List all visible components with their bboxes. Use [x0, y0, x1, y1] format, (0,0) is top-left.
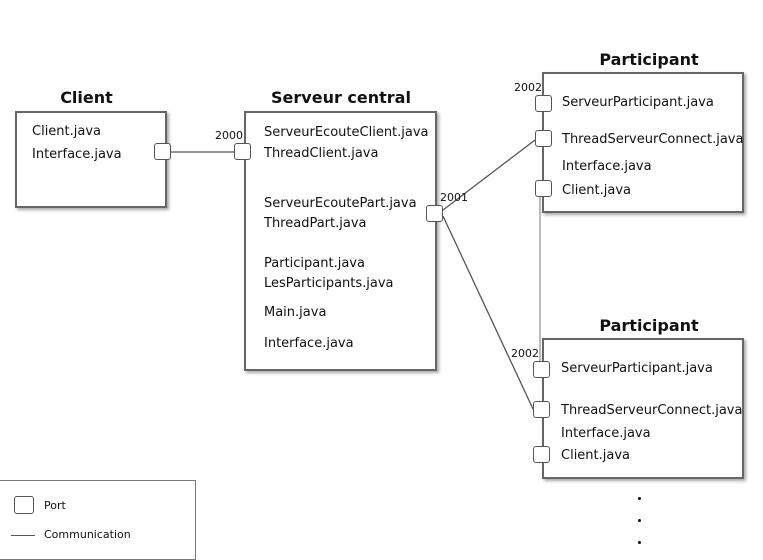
participant1-client-port	[535, 180, 552, 197]
server-file: Interface.java	[264, 336, 354, 351]
port-number-2000: 2000	[215, 129, 243, 142]
server-participant-port	[426, 205, 443, 222]
participant2-connect-port	[533, 401, 550, 418]
participant2-file: Client.java	[561, 448, 631, 463]
port-number-2002-p2: 2002	[511, 347, 539, 360]
participant2-file: Interface.java	[561, 426, 651, 441]
legend	[0, 480, 196, 560]
continuation-dot	[638, 519, 641, 522]
participant1-connect-port	[535, 130, 552, 147]
participant1-box	[542, 72, 744, 213]
server-file: Participant.java	[264, 256, 365, 271]
participant1-file: ServeurParticipant.java	[562, 95, 714, 110]
legend-port-symbol	[14, 496, 34, 514]
continuation-dot	[638, 497, 641, 500]
client-port	[154, 143, 171, 160]
client-box	[15, 111, 167, 208]
participant1-file: Client.java	[562, 183, 632, 198]
port-number-2001: 2001	[440, 191, 468, 204]
server-file: ServeurEcoutePart.java	[264, 196, 417, 211]
participant2-file: ThreadServeurConnect.java	[561, 403, 743, 418]
server-file: ThreadPart.java	[264, 216, 367, 231]
server-file: LesParticipants.java	[264, 276, 394, 291]
server-file: ServeurEcouteClient.java	[264, 125, 429, 140]
participant2-title: Participant	[599, 316, 699, 335]
server-file: ThreadClient.java	[264, 146, 379, 161]
participant2-file: ServeurParticipant.java	[561, 361, 713, 376]
server-client-port	[234, 143, 251, 160]
participant1-title: Participant	[599, 50, 699, 69]
server-box	[244, 111, 437, 371]
link-server-participant1	[442, 139, 536, 211]
link-server-participant2	[442, 215, 534, 410]
client-title: Client	[60, 88, 113, 107]
participant1-server-port	[535, 95, 552, 112]
client-file: Interface.java	[32, 147, 122, 162]
participant2-server-port	[533, 361, 550, 378]
legend-communication-label: Communication	[44, 528, 131, 541]
legend-communication-symbol	[11, 535, 35, 536]
server-title: Serveur central	[271, 88, 411, 107]
participant2-box	[542, 338, 744, 479]
server-file: Main.java	[264, 305, 327, 320]
continuation-dot	[638, 541, 641, 544]
legend-port-label: Port	[44, 499, 66, 512]
client-file: Client.java	[32, 124, 102, 139]
participant1-file: ThreadServeurConnect.java	[562, 132, 744, 147]
participant1-file: Interface.java	[562, 159, 652, 174]
port-number-2002-p1: 2002	[514, 81, 542, 94]
participant2-client-port	[533, 446, 550, 463]
